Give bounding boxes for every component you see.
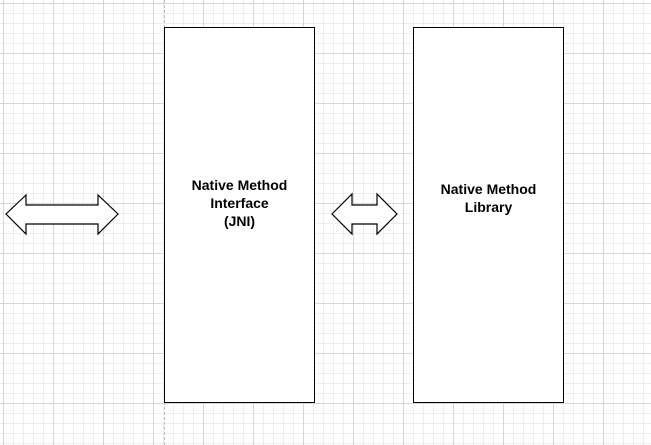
native-method-library-box[interactable]: Native Method Library [413,27,564,403]
native-method-interface-label: Native Method Interface (JNI) [191,176,288,229]
native-method-interface-box[interactable]: Native Method Interface (JNI) [164,27,315,403]
native-method-library-label: Native Method Library [440,181,537,215]
